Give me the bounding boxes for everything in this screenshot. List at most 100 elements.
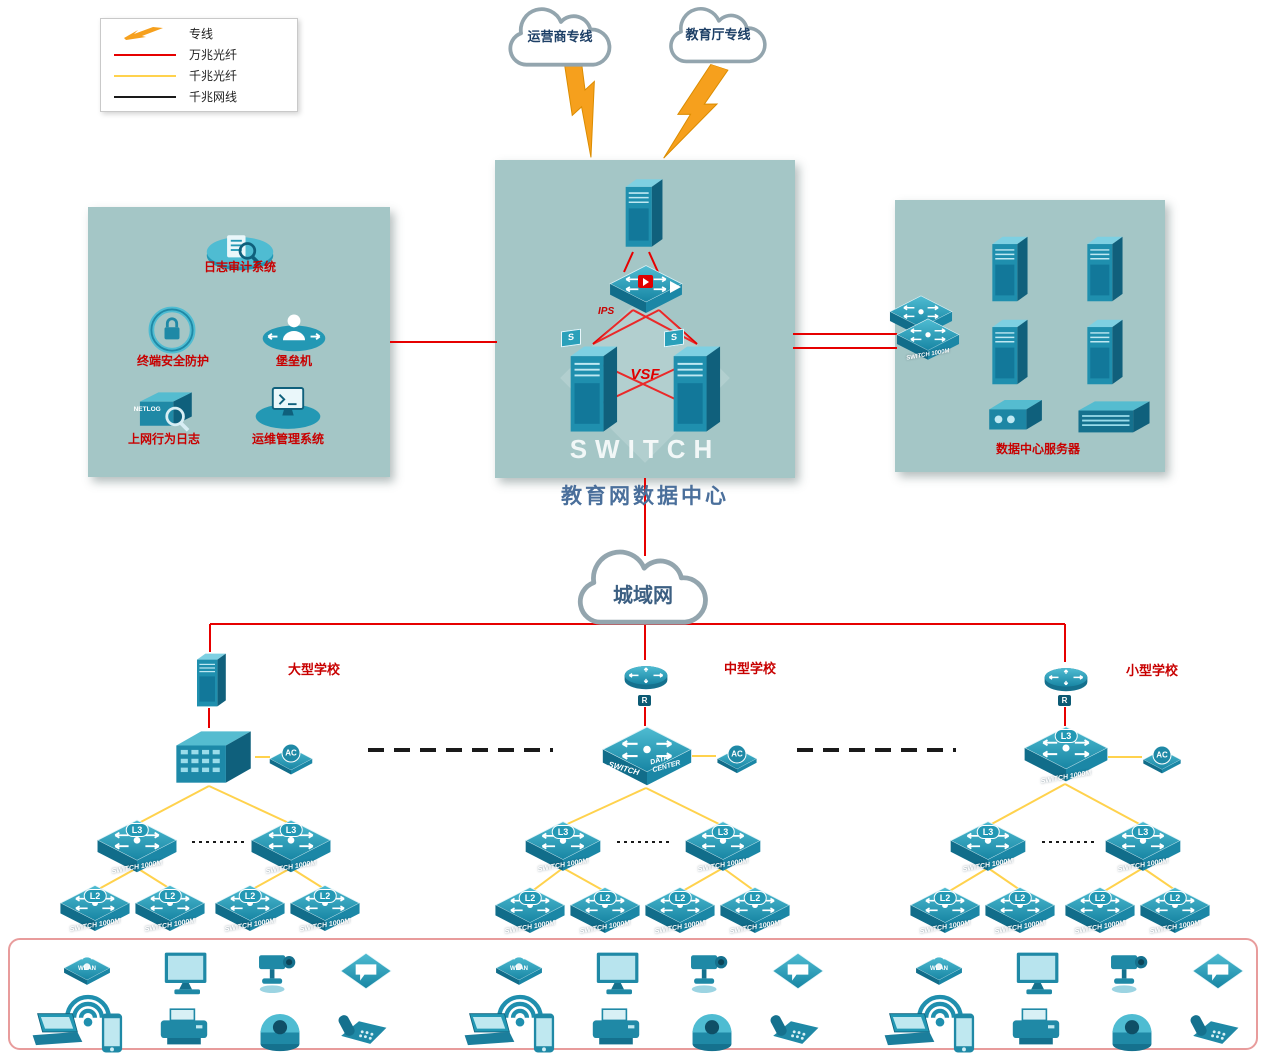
vsf-label: VSF [630, 366, 660, 383]
small-school-label: 小型学校 [1126, 663, 1179, 678]
medium-school-label: 中型学校 [724, 661, 777, 676]
log-audit-icon [203, 226, 277, 274]
wlan-text: WLAN [78, 966, 96, 972]
large-school-l2-switch-3: L2 SWITCH 1000M [212, 884, 288, 934]
l3-badge: L3 [279, 823, 303, 837]
monitor-icon [1012, 950, 1068, 1000]
medium-school-l3-switch-1: L3 SWITCH 1000M [523, 820, 603, 874]
legend-label: 千兆光纤 [189, 69, 238, 83]
server-panel-label: 数据中心服务器 [995, 442, 1080, 456]
l3-badge: L3 [551, 825, 575, 839]
router-badge: R [636, 694, 653, 707]
l2-badge: L2 [1088, 891, 1112, 905]
smartphone-icon [949, 1012, 979, 1054]
smartphone-icon [529, 1012, 559, 1054]
small-school-l2-switch-2: L2 SWITCH 1000M [982, 886, 1058, 936]
monitor-icon [592, 950, 648, 1000]
medium-school-ac: AC [714, 740, 760, 774]
large-school-core-switch [165, 726, 255, 788]
large-school-router [188, 650, 230, 710]
medium-school-l2-switch-3: L2 SWITCH 1000M [642, 886, 718, 936]
netlog-text: NETLOG [133, 406, 161, 413]
fax-phone-icon [334, 1010, 392, 1052]
rack-server [985, 313, 1029, 391]
carrier-cloud: 运营商专线 [480, 2, 640, 78]
l2-badge: L2 [238, 889, 262, 903]
l2-badge: L2 [83, 889, 107, 903]
wlan-ap: WLAN [492, 946, 546, 986]
s-flag: S [561, 328, 581, 348]
switch-watermark: SWITCH [569, 434, 721, 464]
l2-badge: L2 [313, 889, 337, 903]
rack-chassis [1073, 394, 1155, 438]
l2-badge: L2 [593, 891, 617, 905]
l3-badge: L3 [125, 823, 149, 837]
large-school-l3-switch-1: L3 SWITCH 1000M [95, 818, 179, 876]
rack-server [1080, 230, 1124, 308]
legend-label: 千兆网线 [189, 90, 238, 104]
bastion-host-label: 堡垒机 [275, 354, 312, 368]
medium-school-l2-switch-2: L2 SWITCH 1000M [567, 886, 643, 936]
dome-camera-icon [688, 1006, 736, 1052]
smartphone-icon [97, 1012, 127, 1054]
wlan-ap: WLAN [912, 946, 966, 986]
rack-server [985, 230, 1029, 308]
fax-phone-icon [1186, 1010, 1244, 1052]
rack-server [1080, 313, 1124, 391]
ac-badge: AC [727, 744, 747, 764]
ptz-camera-icon [1100, 946, 1156, 1000]
ops-management-icon [250, 382, 326, 432]
dome-camera-icon [256, 1006, 304, 1052]
chat-device-icon [770, 950, 826, 992]
legend-row-1g-cable: 千兆网线 [101, 86, 297, 107]
small-school-l2-switch-4: L2 SWITCH 1000M [1137, 886, 1213, 936]
man-cloud-label: 城域网 [613, 585, 673, 607]
legend: 专线 万兆光纤 千兆光纤 千兆网线 [100, 18, 298, 112]
l2-badge: L2 [933, 891, 957, 905]
yellow-line-icon [101, 74, 189, 77]
ops-management-label: 运维管理系统 [251, 432, 324, 446]
small-school-l3-switch-2: L3 SWITCH 1000M [1103, 820, 1183, 874]
large-school-ac: AC [266, 738, 316, 776]
legend-label: 万兆光纤 [189, 48, 238, 62]
laptop-icon [878, 1010, 936, 1048]
small-school-ac: AC [1140, 742, 1184, 774]
endpoint-security-icon [142, 303, 202, 357]
red-line-icon [101, 53, 189, 56]
l2-badge: L2 [1008, 891, 1032, 905]
arrow-right-icon [670, 280, 682, 293]
l3-badge: L3 [1131, 825, 1155, 839]
netlog-icon: NETLOG [126, 385, 202, 435]
small-school-router: R [1040, 660, 1092, 707]
firewall-device [618, 170, 664, 256]
monitor-icon [160, 950, 216, 1000]
printer-icon [156, 1006, 212, 1050]
large-school-l2-switch-1: L2 SWITCH 1000M [57, 884, 133, 934]
dome-camera-icon [1108, 1006, 1156, 1052]
lightning-icon [101, 26, 189, 41]
ac-badge: AC [1152, 745, 1172, 765]
datacenter-title: 教育网数据中心 [561, 484, 729, 508]
endpoint-security-label: 终端安全防护 [136, 354, 209, 368]
chat-device-icon [338, 950, 394, 992]
small-school-l2-switch-3: L2 SWITCH 1000M [1062, 886, 1138, 936]
man-cloud: 城域网 [533, 543, 753, 639]
storage-device [983, 392, 1045, 436]
wlan-ap: WLAN [60, 946, 114, 986]
medium-school-l3-switch-2: L3 SWITCH 1000M [683, 820, 763, 874]
ips-chip-icon [638, 275, 654, 289]
ips-label: IPS [598, 306, 615, 317]
large-school-l3-switch-2: L3 SWITCH 1000M [249, 818, 333, 876]
bastion-host-icon [256, 308, 332, 354]
printer-icon [588, 1006, 644, 1050]
datacenter-switch-2: SWITCH 1000M [895, 317, 961, 363]
large-school-l2-switch-2: L2 SWITCH 1000M [132, 884, 208, 934]
black-line-icon [101, 95, 189, 98]
small-school-core-switch: L3 SWITCH 1000M [1022, 724, 1110, 786]
large-school-l2-switch-4: L2 SWITCH 1000M [287, 884, 363, 934]
l3-badge: L3 [976, 825, 1000, 839]
core-server-1: S [561, 328, 619, 440]
core-server-2: S [664, 328, 722, 440]
legend-row-dedicated: 专线 [101, 23, 297, 44]
